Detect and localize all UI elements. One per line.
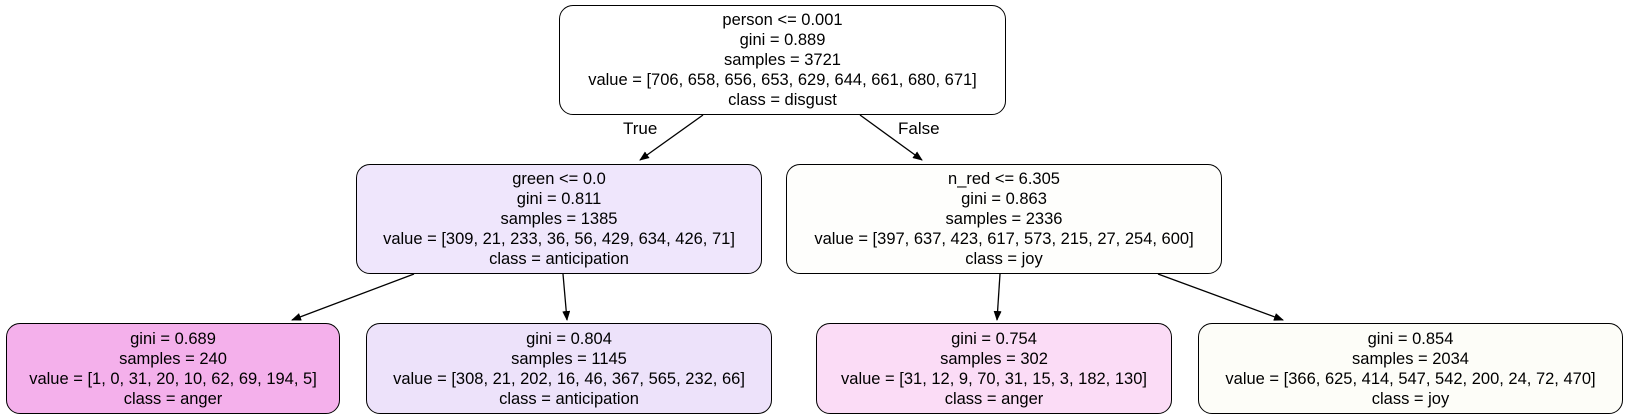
node-value: value = [366, 625, 414, 547, 542, 200, 2… (1225, 369, 1596, 388)
edge-label-true: True (623, 119, 658, 138)
node-class: class = anticipation (489, 250, 629, 268)
node-class: class = joy (1371, 389, 1450, 408)
node-split-label: green <= 0.0 (512, 170, 606, 188)
node-samples: samples = 240 (119, 349, 227, 368)
node-class: class = joy (965, 250, 1043, 268)
edge-green-to-anger (291, 273, 415, 321)
node-value: value = [397, 637, 423, 617, 573, 215, 2… (814, 230, 1194, 248)
edge-root-to-n-red (859, 114, 923, 161)
node-value: value = [1, 0, 31, 20, 10, 62, 69, 194, … (29, 369, 317, 388)
leaf-joy: gini = 0.854 samples = 2034 value = [366… (1198, 323, 1623, 414)
node-samples: samples = 302 (940, 349, 1048, 368)
edge-n-red-to-joy (1157, 273, 1284, 321)
leaf-anger-right: gini = 0.754 samples = 302 value = [31, … (816, 323, 1172, 414)
node-value: value = [31, 12, 9, 70, 31, 15, 3, 182, … (841, 369, 1147, 388)
node-split-label: n_red <= 6.305 (948, 170, 1060, 188)
node-samples: samples = 2034 (1352, 349, 1469, 368)
node-gini: gini = 0.863 (961, 190, 1047, 208)
node-gini: gini = 0.889 (739, 31, 826, 49)
leaf-anticipation: gini = 0.804 samples = 1145 value = [308… (366, 323, 772, 414)
node-samples: samples = 1385 (500, 210, 618, 228)
node-split-label: person <= 0.001 (722, 11, 843, 29)
node-samples: samples = 2336 (945, 210, 1063, 228)
edge-label-false: False (898, 119, 940, 138)
node-value: value = [706, 658, 656, 653, 629, 644, 6… (588, 71, 977, 89)
node-gini: gini = 0.754 (951, 329, 1037, 348)
node-root-person-split: person <= 0.001 gini = 0.889 samples = 3… (559, 5, 1006, 115)
node-value: value = [309, 21, 233, 36, 56, 429, 634,… (383, 230, 735, 248)
node-class: class = anticipation (499, 389, 639, 408)
node-gini: gini = 0.854 (1367, 329, 1454, 348)
node-value: value = [308, 21, 202, 16, 46, 367, 565,… (393, 369, 745, 388)
node-class: class = disgust (728, 91, 837, 109)
node-samples: samples = 3721 (724, 51, 841, 69)
node-gini: gini = 0.811 (516, 190, 602, 208)
edge-green-to-anticipation (562, 273, 571, 321)
node-class: class = anger (944, 389, 1044, 408)
edge-n-red-to-anger (993, 273, 1002, 321)
node-class: class = anger (123, 389, 223, 408)
node-green-split: green <= 0.0 gini = 0.811 samples = 1385… (356, 164, 762, 274)
node-gini: gini = 0.804 (526, 329, 612, 348)
node-gini: gini = 0.689 (130, 329, 216, 348)
node-n-red-split: n_red <= 6.305 gini = 0.863 samples = 23… (786, 164, 1222, 274)
leaf-anger-left: gini = 0.689 samples = 240 value = [1, 0… (6, 323, 340, 414)
node-samples: samples = 1145 (511, 349, 627, 368)
edge-root-to-green (639, 114, 704, 161)
